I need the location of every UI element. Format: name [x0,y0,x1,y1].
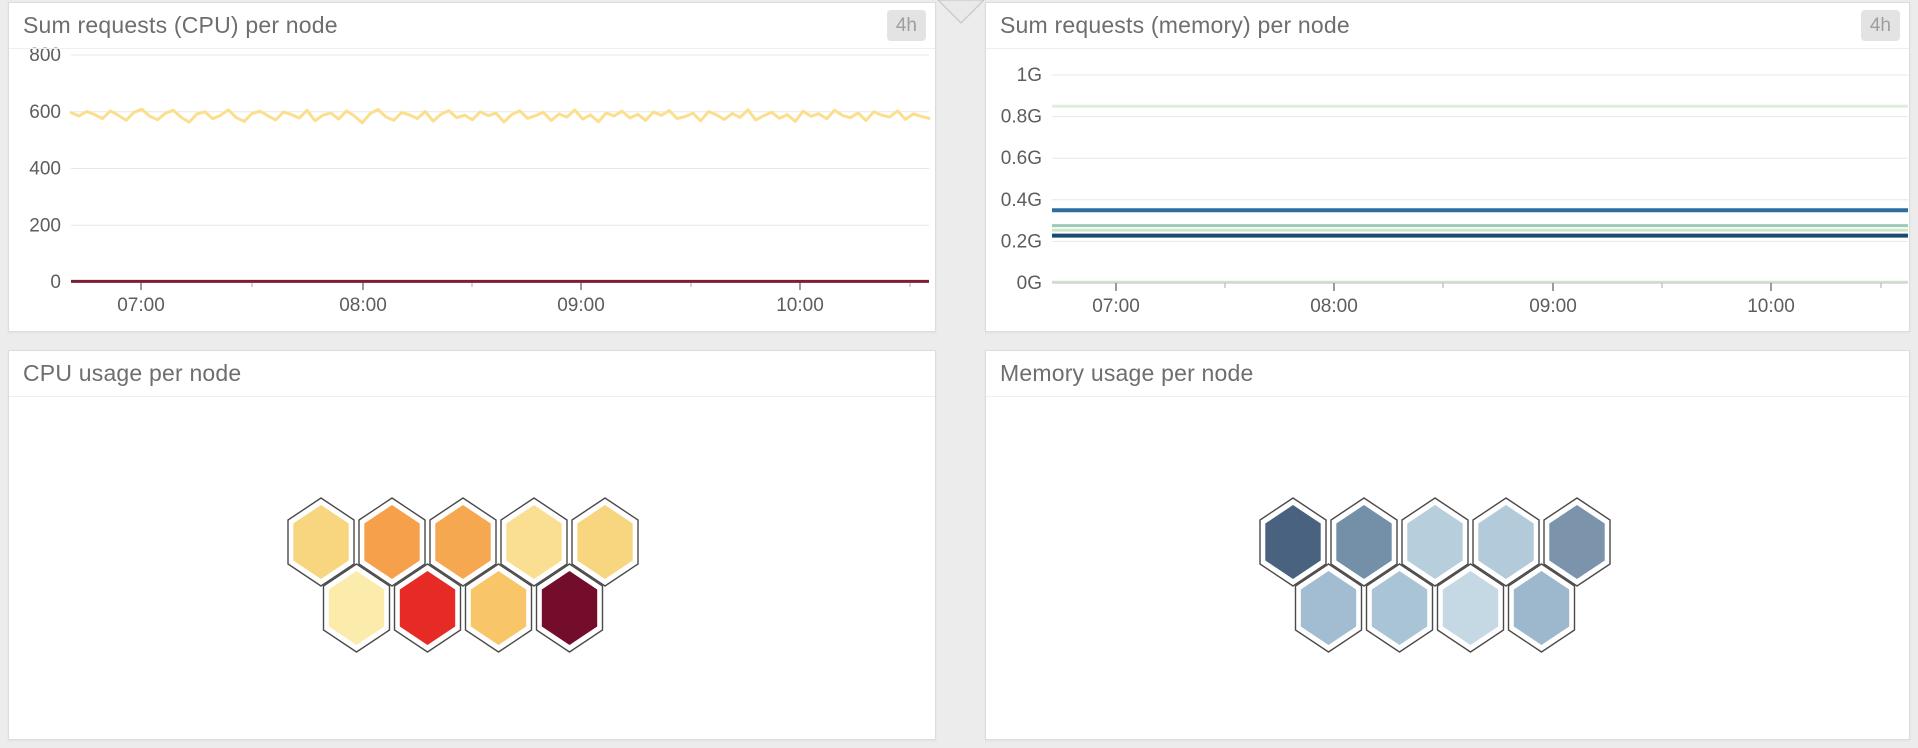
y-axis-tick-label: 0.8G [1001,107,1042,128]
hexagon-node-row2-2[interactable] [1365,563,1434,653]
panel-title-cpu-requests: Sum requests (CPU) per node [23,12,338,38]
x-axis-tick-label: 10:00 [776,295,824,316]
panel-memory-usage: Memory usage per node [985,350,1910,740]
panel-title-cpu-usage: CPU usage per node [23,360,242,386]
x-axis-tick-label: 09:00 [557,295,605,316]
hexagon-node-row2-2[interactable] [393,563,462,653]
panel-header: Sum requests (memory) per node 4h [986,3,1909,49]
hexagon-node-row1-5[interactable] [1543,497,1611,587]
hexagon-node-row1-2[interactable] [1330,497,1398,587]
panel-cpu-usage: CPU usage per node [8,350,936,740]
hexagon-node-row1-1[interactable] [1259,497,1327,587]
timespan-badge[interactable]: 4h [886,10,926,41]
memory-requests-line-chart[interactable]: 0G 0.2G 0.4G 0.6G 0.8G 1G 07:00 08:00 09:00 10:00 [986,3,1909,331]
x-axis-tick-label: 09:00 [1529,296,1577,317]
y-axis-tick-label: 0.4G [1001,190,1042,211]
y-axis-tick-label: 0 [50,272,61,293]
panel-header: CPU usage per node [9,351,935,397]
y-axis-tick-label: 1G [1017,65,1042,86]
hexagon-node-row1-2[interactable] [358,497,426,587]
hexagon-node-row2-3[interactable] [464,563,533,653]
hexagon-node-row1-3[interactable] [1401,497,1469,587]
y-axis-tick-label: 200 [29,215,61,236]
panel-title-memory-usage: Memory usage per node [1000,360,1254,386]
hexagon-node-row1-4[interactable] [500,497,568,587]
hexagon-node-row2-4[interactable] [535,563,604,653]
row-collapse-chevron-icon[interactable] [937,0,985,25]
x-axis-tick-label: 08:00 [339,295,387,316]
x-axis-tick-label: 07:00 [117,295,165,316]
y-axis-tick-label: 0G [1017,273,1042,294]
panel-title-memory-requests: Sum requests (memory) per node [1000,12,1350,38]
x-axis-tick-label: 08:00 [1310,296,1358,317]
x-axis-tick-label: 10:00 [1747,296,1795,317]
hexagon-node-row2-3[interactable] [1436,563,1505,653]
y-axis-tick-label: 400 [29,159,61,180]
y-axis-tick-label: 800 [29,45,61,66]
panel-cpu-requests: Sum requests (CPU) per node 4h 0 200 400 60… [8,2,936,332]
panel-header: Memory usage per node [986,351,1909,397]
hexagon-node-row2-1[interactable] [322,563,391,653]
panel-header: Sum requests (CPU) per node 4h [9,3,935,49]
timespan-badge[interactable]: 4h [1860,10,1900,41]
panel-memory-requests: Sum requests (memory) per node 4h 0G 0.2G… [985,2,1910,332]
hexagon-node-row1-4[interactable] [1472,497,1540,587]
hexagon-node-row1-5[interactable] [571,497,639,587]
x-axis-tick-label: 07:00 [1092,296,1140,317]
cpu-usage-hexmap [287,497,639,653]
hexagon-node-row2-1[interactable] [1294,563,1363,653]
cpu-requests-line-chart[interactable]: 0 200 400 600 800 07:00 08:00 09:00 10:00 [9,3,935,331]
y-axis-tick-label: 0.6G [1001,148,1042,169]
memory-usage-hexmap [1259,497,1611,653]
hexagon-node-row2-4[interactable] [1507,563,1576,653]
hexagon-node-row1-3[interactable] [429,497,497,587]
hexagon-node-row1-1[interactable] [287,497,355,587]
y-axis-tick-label: 0.2G [1001,231,1042,252]
series-sum-cpu-requests [69,107,931,125]
y-axis-tick-label: 600 [29,102,61,123]
